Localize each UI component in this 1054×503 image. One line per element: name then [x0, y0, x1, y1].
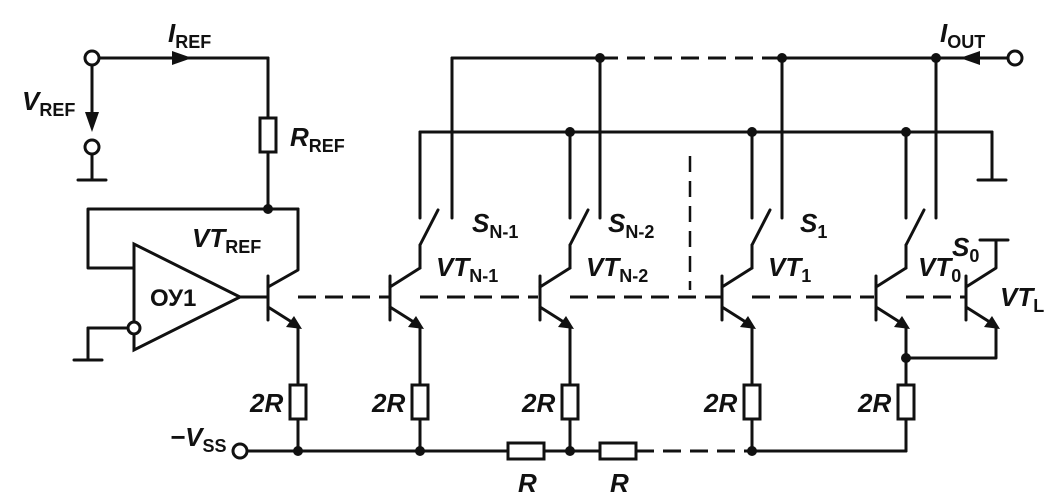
- vref-terminal-bottom: [83, 138, 101, 156]
- vtn2-collector: [538, 266, 572, 289]
- label-iout: IOUT: [940, 18, 985, 52]
- vtl-collector: [964, 238, 998, 289]
- vtn2-emitter-arrow-icon: [558, 316, 574, 329]
- vt1-2r-resistor: [742, 383, 762, 421]
- transistor-vtref: [266, 207, 308, 453]
- label-vtref: VTREF: [192, 223, 261, 257]
- vss-node-n1: [415, 446, 425, 456]
- ground-bus: [418, 127, 1008, 182]
- label-vref: VREF: [22, 86, 75, 120]
- label-iref: IREF: [168, 18, 211, 52]
- transistor-vtl: [904, 238, 1010, 360]
- label-switch-n-2: SN-2: [608, 208, 654, 242]
- label-r-1: R: [518, 468, 537, 498]
- sn2-switch-blade: [568, 208, 590, 247]
- label-2r-n-1: 2R: [371, 388, 405, 418]
- vss-rail: [231, 441, 908, 461]
- vt1-emitter-arrow-icon: [740, 316, 756, 329]
- vss-terminal: [231, 442, 249, 460]
- label-r-2: R: [610, 468, 629, 498]
- stage-0: [874, 56, 938, 453]
- sn1-switch-blade: [418, 208, 440, 247]
- vt1-collector: [720, 266, 754, 289]
- s1-switch-blade: [750, 208, 772, 247]
- vtn1-collector: [388, 266, 422, 289]
- labels: IREF VREF RREF VTREF IOUT −VSS SN-1 SN-2…: [22, 18, 1044, 498]
- vtn2-2r-resistor: [560, 383, 580, 421]
- label-vt-l: VTL: [1000, 282, 1044, 316]
- rref-resistor: [258, 116, 278, 154]
- opamp-inverting-bubble: [126, 320, 142, 336]
- vss-node-ref: [293, 446, 303, 456]
- vref-terminal-top: [83, 49, 101, 67]
- label-vt-1: VT1: [768, 252, 811, 286]
- vtref-collector: [266, 207, 300, 289]
- vss-node-1: [747, 446, 757, 456]
- label-2r-0: 2R: [857, 388, 891, 418]
- opamp-feedback-wire: [86, 207, 270, 270]
- label-2r-n-2: 2R: [521, 388, 555, 418]
- vss-node-n2: [565, 446, 575, 456]
- label-vss: −VSS: [170, 422, 227, 456]
- iref-arrow-icon: [172, 51, 192, 65]
- vref-arrow-icon: [85, 112, 99, 132]
- label-switch-0: S0: [952, 232, 979, 266]
- ladder-r-resistor-2: [598, 441, 638, 461]
- label-2r-ref: 2R: [249, 388, 283, 418]
- opamp-label: ОУ1: [150, 285, 196, 312]
- opamp-triangle-icon: [132, 241, 244, 353]
- vtn1-2r-resistor: [410, 383, 430, 421]
- stage-n-1: [388, 56, 454, 453]
- stage-n-2: [538, 56, 602, 453]
- s0-switch-blade: [904, 208, 926, 247]
- vtref-2r-resistor: [288, 383, 308, 421]
- vt0-emitter-arrow-icon: [894, 316, 910, 329]
- label-switch-1: S1: [800, 208, 827, 242]
- vt0-collector: [874, 266, 908, 289]
- vtref-emitter-arrow-icon: [286, 316, 302, 329]
- iout-terminal: [1006, 49, 1024, 67]
- opamp-oy1: ОУ1: [72, 207, 270, 362]
- label-switch-n-1: SN-1: [472, 208, 518, 242]
- label-vt-0: VT0: [918, 252, 961, 286]
- vt0-2r-resistor: [896, 383, 916, 421]
- vtl-emitter-wire: [904, 324, 998, 360]
- label-vt-n-2: VTN-2: [586, 252, 648, 286]
- reference-input: [76, 49, 278, 214]
- iout-arrow-icon: [960, 51, 980, 65]
- vtn1-emitter-arrow-icon: [408, 316, 424, 329]
- label-rref: RREF: [290, 122, 345, 156]
- ladder-r-resistor-1: [506, 441, 546, 461]
- vtl-emitter-arrow-icon: [984, 316, 1000, 329]
- label-2r-1: 2R: [703, 388, 737, 418]
- stage-1: [720, 56, 784, 453]
- iout-bus: [450, 49, 1024, 67]
- label-vt-n-1: VTN-1: [436, 252, 498, 286]
